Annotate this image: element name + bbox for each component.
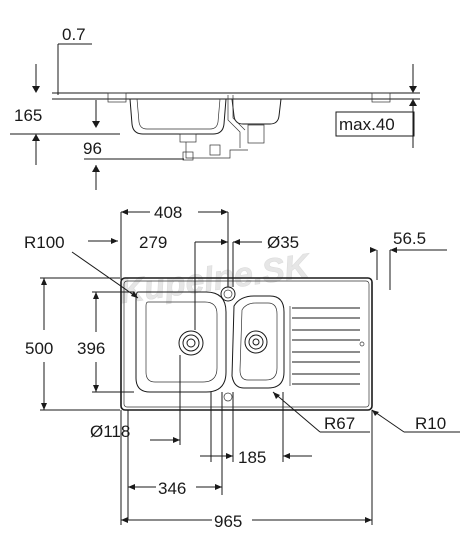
small-bowl [231,295,285,389]
dim-tap-hole: Ø35 [267,233,299,252]
dim-279: 279 [139,233,167,252]
dim-waste-dia: Ø118 [90,422,130,441]
dim-965: 965 [214,512,242,531]
dim-0-7: 0.7 [62,25,86,44]
watermark: Kupelne.SK [117,247,314,312]
waste-pipe [185,142,248,159]
dim-185: 185 [238,448,266,467]
dim-408: 408 [154,203,182,222]
clip-left [107,92,127,103]
small-bowl-profile [231,98,282,125]
side-view: 0.7 165 96 max.40 [10,25,420,190]
drainer [289,306,365,386]
sink-outline [120,277,373,411]
top-view: 408 279 Ø35 56.5 R100 500 [24,203,460,531]
overflow-trap [247,124,265,144]
main-bowl-profile [129,98,227,135]
overflow [223,392,233,402]
dim-r10: R10 [415,414,446,433]
dim-r67: R67 [324,414,355,433]
dim-165: 165 [14,106,42,125]
dim-96: 96 [83,139,102,158]
dim-max-40-box [335,111,415,137]
dim-r100: R100 [24,233,65,252]
dim-56-5: 56.5 [393,229,426,248]
clip-right [371,92,391,103]
dim-max-40: max.40 [339,115,395,134]
dim-500: 500 [25,339,53,358]
main-waste [178,330,204,356]
small-waste [244,330,268,354]
dim-396: 396 [77,339,105,358]
dim-346: 346 [158,479,186,498]
